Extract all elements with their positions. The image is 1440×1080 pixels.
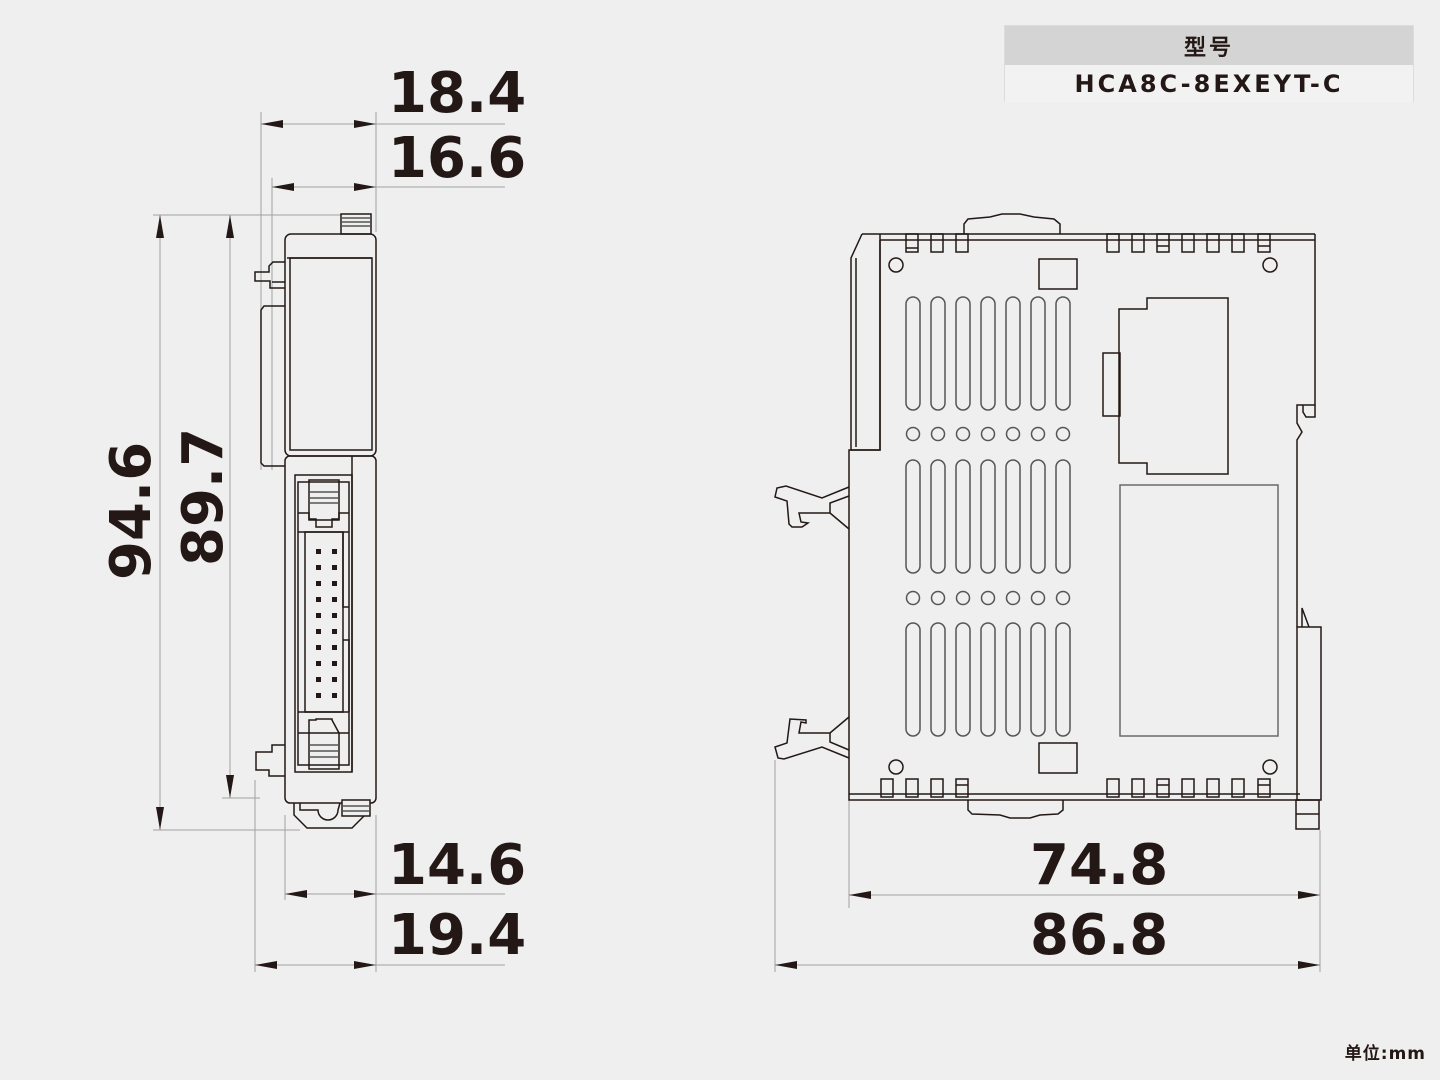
model-table: 型号 HCA8C-8EXEYT-C — [1004, 25, 1414, 102]
dim-bottom-width-outer: 19.4 — [388, 903, 527, 968]
dim-top-width-inner: 16.6 — [388, 126, 527, 191]
din-rail-hooks — [774, 485, 850, 760]
front-view-dimensions — [774, 760, 1321, 972]
vent-slots — [905, 296, 1071, 737]
dim-bottom-width-inner: 14.6 — [388, 833, 527, 898]
front-view-module — [848, 213, 1322, 830]
dim-top-width-outer: 18.4 — [388, 61, 527, 126]
connector-pins — [316, 549, 337, 698]
dim-depth-body: 74.8 — [1030, 833, 1169, 898]
dim-depth-overall: 86.8 — [1030, 903, 1169, 968]
unit-label: 单位:mm — [1344, 1044, 1426, 1064]
side-view-arrowheads — [156, 120, 376, 969]
model-number: HCA8C-8EXEYT-C — [1005, 65, 1413, 102]
front-view-arrowheads — [775, 891, 1320, 969]
model-table-header: 型号 — [1005, 26, 1413, 65]
side-view-dimensions — [153, 112, 505, 972]
side-view-module — [254, 213, 377, 829]
